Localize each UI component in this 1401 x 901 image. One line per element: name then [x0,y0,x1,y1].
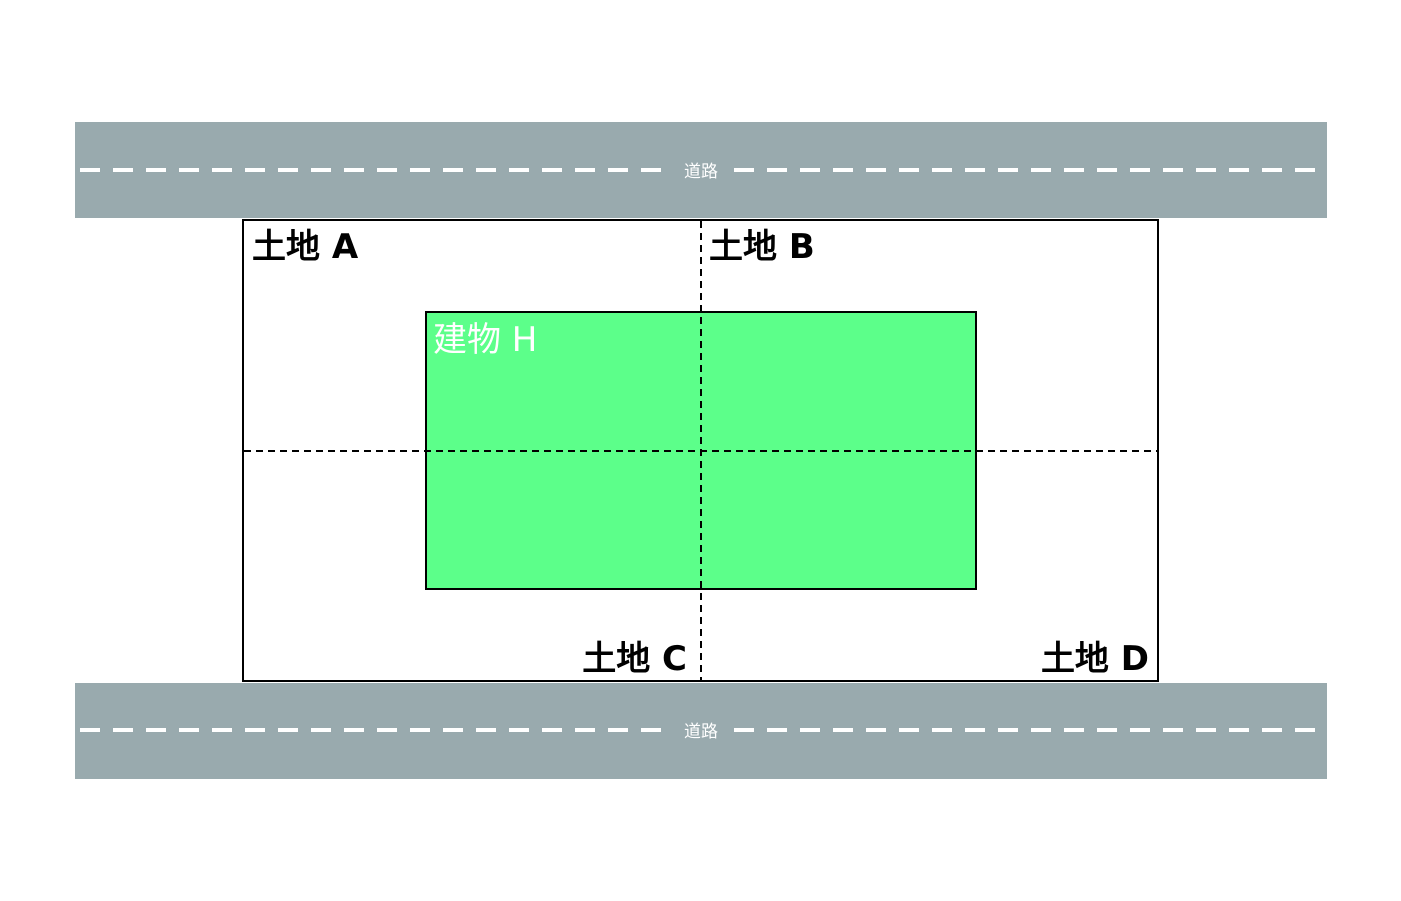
parcel-a-label: 土地 A [252,227,359,267]
building-h-label: 建物 H [433,320,537,360]
parcel-b-label: 土地 B [709,227,815,267]
bottom-road-label: 道路 [684,722,718,742]
parcel-c-label: 土地 C [582,639,687,679]
top-road-label: 道路 [684,162,718,182]
top-road: 道路 [75,122,1327,218]
bottom-road: 道路 [75,683,1327,779]
parcel-d-label: 土地 D [1041,639,1149,679]
